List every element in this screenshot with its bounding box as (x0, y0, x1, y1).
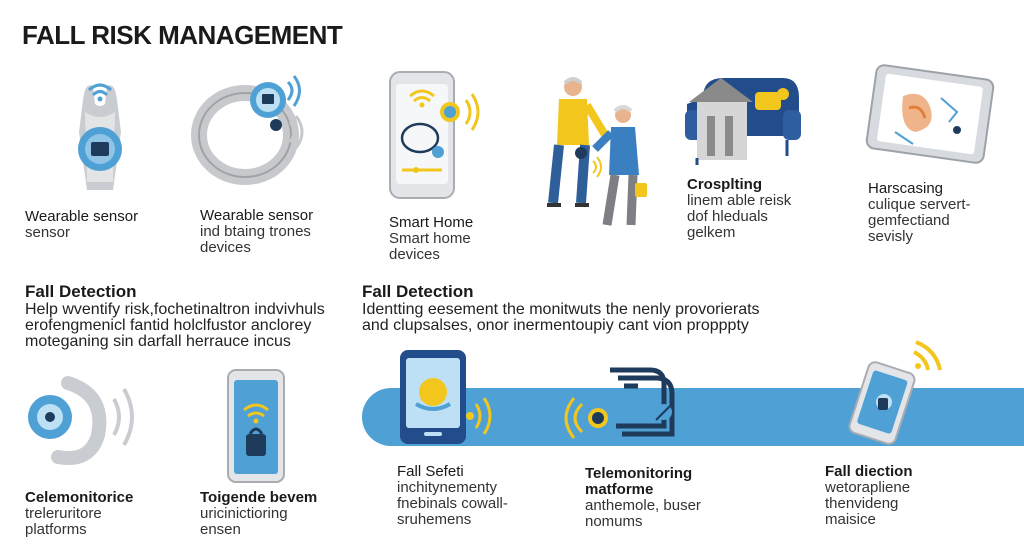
feature-heading: Smart Home (389, 214, 474, 231)
feature-line: sensor (25, 224, 71, 241)
feature-heading: Celemonitorice (25, 489, 134, 506)
feature-line: anthemole, buser (585, 497, 701, 514)
home-couch-icon (685, 78, 801, 165)
tablet-icon (865, 64, 995, 164)
smartphone-icon (389, 71, 480, 199)
ear-sensor-icon (28, 376, 134, 465)
section-line: moteganing sin darfall herrauce incus (25, 333, 291, 350)
feature-line: gemfectiand (868, 212, 950, 229)
section-line: erofengmenicl fantid holclfustor anclore… (25, 317, 312, 334)
section-heading: Fall Detection (362, 282, 474, 301)
feature-wearable-vest: Wearable sensor sensor (25, 209, 138, 241)
section-line: Help wventify risk,fochetinaltron indviv… (25, 301, 325, 318)
phone-lock-icon (227, 369, 285, 483)
feature-line: wetorapliene (825, 479, 911, 496)
feature-line: Smart home (389, 230, 471, 247)
feature-line: gelkem (687, 224, 736, 241)
feature-heading: Fall diection (825, 463, 913, 480)
tablet-alert-icon (400, 350, 492, 444)
monitor-stack-icon (564, 367, 675, 439)
section-heading: Fall Detection (25, 282, 137, 301)
feature-line: thenvideng (825, 495, 899, 512)
feature-line: treleruritore (25, 505, 102, 522)
feature-harscasing: Harscasing culique servert- gemfectiand … (868, 181, 971, 245)
feature-heading: Toigende bevem (200, 489, 318, 506)
feature-line: uricinictioring (200, 505, 288, 522)
feature-fall-diection: Fall diection wetorapliene thenvideng ma… (825, 464, 913, 528)
feature-line: dof hleduals (687, 208, 768, 225)
feature-crosplting: Crosplting linem able reisk dof hleduals… (687, 177, 791, 241)
feature-telemonitoring: Telemonitoring matforme anthemole, buser… (585, 466, 701, 530)
feature-heading: Wearable sensor (25, 208, 139, 225)
feature-line: ind btaing trones (200, 223, 311, 240)
feature-line: devices (200, 239, 251, 256)
feature-line: maisice (825, 511, 876, 528)
feature-heading: Harscasing (868, 180, 944, 197)
feature-line: sevisly (868, 228, 914, 245)
section-fall-detection-left: Fall Detection Help wventify risk,fochet… (25, 282, 325, 350)
feature-heading: Telemonitoring (585, 465, 693, 482)
feature-line: fnebinals cowall- (397, 495, 508, 512)
feature-line: sruhemens (397, 511, 472, 528)
feature-heading: Fall Sefeti (397, 463, 464, 480)
wearable-vest-icon (78, 83, 122, 190)
feature-heading-2: matforme (585, 481, 654, 498)
feature-line: ensen (200, 521, 241, 538)
feature-wearable-band: Wearable sensor ind btaing trones device… (200, 208, 313, 256)
feature-line: linem able reisk (687, 192, 792, 209)
feature-line: devices (389, 246, 440, 263)
wrist-band-icon (191, 75, 304, 185)
feature-line: culique servert- (868, 196, 971, 213)
page-title: FALL RISK MANAGEMENT (22, 20, 343, 50)
feature-heading: Crosplting (687, 176, 762, 193)
feature-heading: Wearable sensor (200, 207, 314, 224)
section-line: and clupsalses, onor inermentoupiy cant … (362, 317, 749, 334)
feature-toigende-bevem: Toigende bevem uricinictioring ensen (200, 490, 317, 538)
section-fall-detection-right: Fall Detection Identting eesement the mo… (362, 282, 760, 334)
feature-smart-home: Smart Home Smart home devices (389, 215, 473, 263)
feature-celemonitorice: Celemonitorice treleruritore platforms (25, 490, 133, 538)
feature-line: inchitynementy (397, 479, 498, 496)
feature-line: nomums (585, 513, 643, 530)
feature-line: platforms (25, 521, 87, 538)
feature-fall-sefeti: Fall Sefeti inchitynementy fnebinals cow… (397, 464, 508, 528)
section-line: Identting eesement the monitwuts the nen… (362, 301, 760, 318)
phone-signal-icon (848, 340, 942, 445)
caregiver-elderly-icon (547, 77, 647, 226)
